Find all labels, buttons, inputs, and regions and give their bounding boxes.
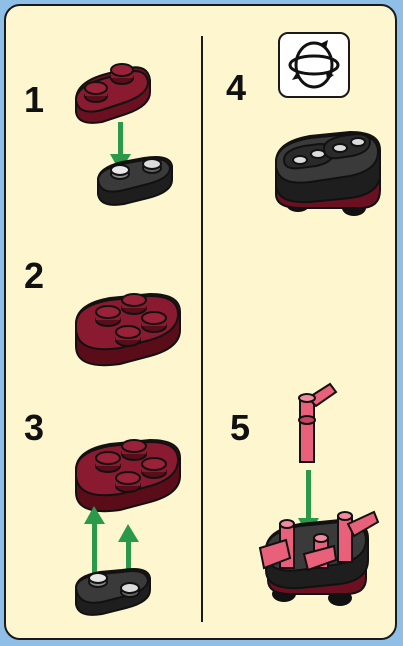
green-up-arrow-icon bbox=[84, 506, 105, 578]
dark-red-plates-combined bbox=[75, 438, 181, 513]
pink-clip-pieces bbox=[258, 510, 380, 572]
black-plate-1x2 bbox=[74, 568, 151, 616]
step-number-1: 1 bbox=[24, 79, 45, 120]
pink-bar-with-clip bbox=[298, 382, 338, 463]
black-plate-1x2 bbox=[96, 156, 173, 206]
step-number-5: 5 bbox=[230, 407, 251, 448]
step-4-illustration bbox=[275, 130, 381, 216]
dark-red-plates-combined bbox=[75, 292, 181, 367]
step-number-4: 4 bbox=[226, 67, 247, 108]
step-number-3: 3 bbox=[24, 407, 45, 448]
step-5-illustration bbox=[258, 382, 380, 606]
flipped-assembly bbox=[275, 130, 381, 216]
step-3-illustration bbox=[74, 438, 181, 616]
dark-red-plate-1x2 bbox=[74, 63, 151, 124]
rotate-model-icon bbox=[278, 32, 350, 98]
column-divider bbox=[201, 36, 203, 622]
green-up-arrow-icon bbox=[118, 524, 139, 592]
step-1-illustration bbox=[74, 63, 173, 206]
step-number-2: 2 bbox=[24, 255, 45, 296]
step-2-illustration bbox=[75, 292, 181, 367]
